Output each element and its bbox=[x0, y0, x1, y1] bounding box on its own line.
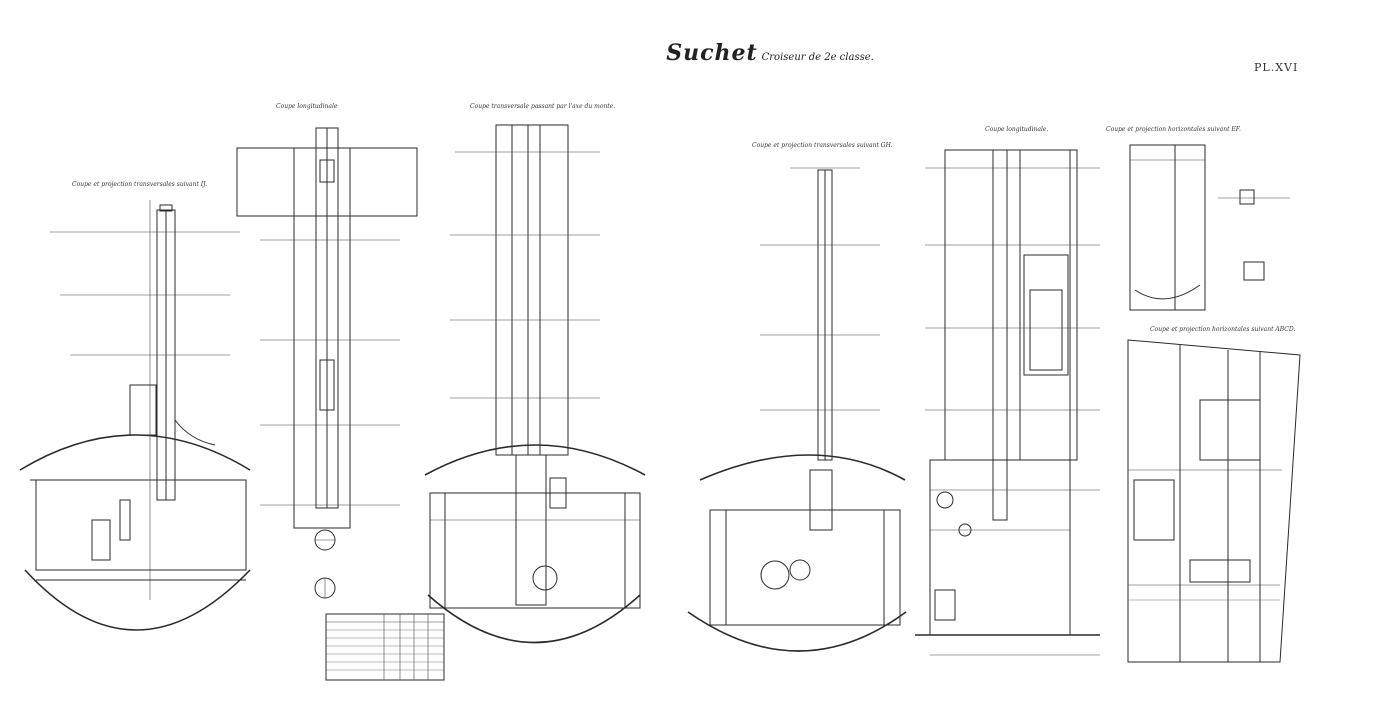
legend-table bbox=[325, 613, 445, 681]
section-axis bbox=[424, 124, 646, 644]
view-caption-axis: Coupe transversale passant par l'axe du … bbox=[470, 103, 616, 110]
section-longitudinal-2 bbox=[915, 149, 1100, 656]
view-caption-ef: Coupe et projection horizontales suivant… bbox=[1106, 126, 1241, 133]
view-caption-longitudinal-1: Coupe longitudinale bbox=[276, 103, 338, 110]
view-caption-ij: Coupe et projection transversales suivan… bbox=[72, 181, 207, 188]
section-ij bbox=[19, 200, 251, 631]
view-caption-gh: Coupe et projection transversales suivan… bbox=[752, 142, 893, 149]
section-ef bbox=[1129, 144, 1290, 311]
section-abcd bbox=[1127, 339, 1301, 663]
plate-number: PL.XVI bbox=[1254, 61, 1299, 74]
view-caption-longitudinal-2: Coupe longitudinale. bbox=[985, 126, 1049, 133]
view-caption-abcd: Coupe et projection horizontales suivant… bbox=[1150, 326, 1296, 333]
section-longitudinal-1 bbox=[236, 127, 418, 599]
section-gh bbox=[687, 167, 907, 652]
ship-name: Suchet bbox=[666, 40, 758, 66]
ship-class: Croiseur de 2e classe. bbox=[761, 52, 874, 63]
